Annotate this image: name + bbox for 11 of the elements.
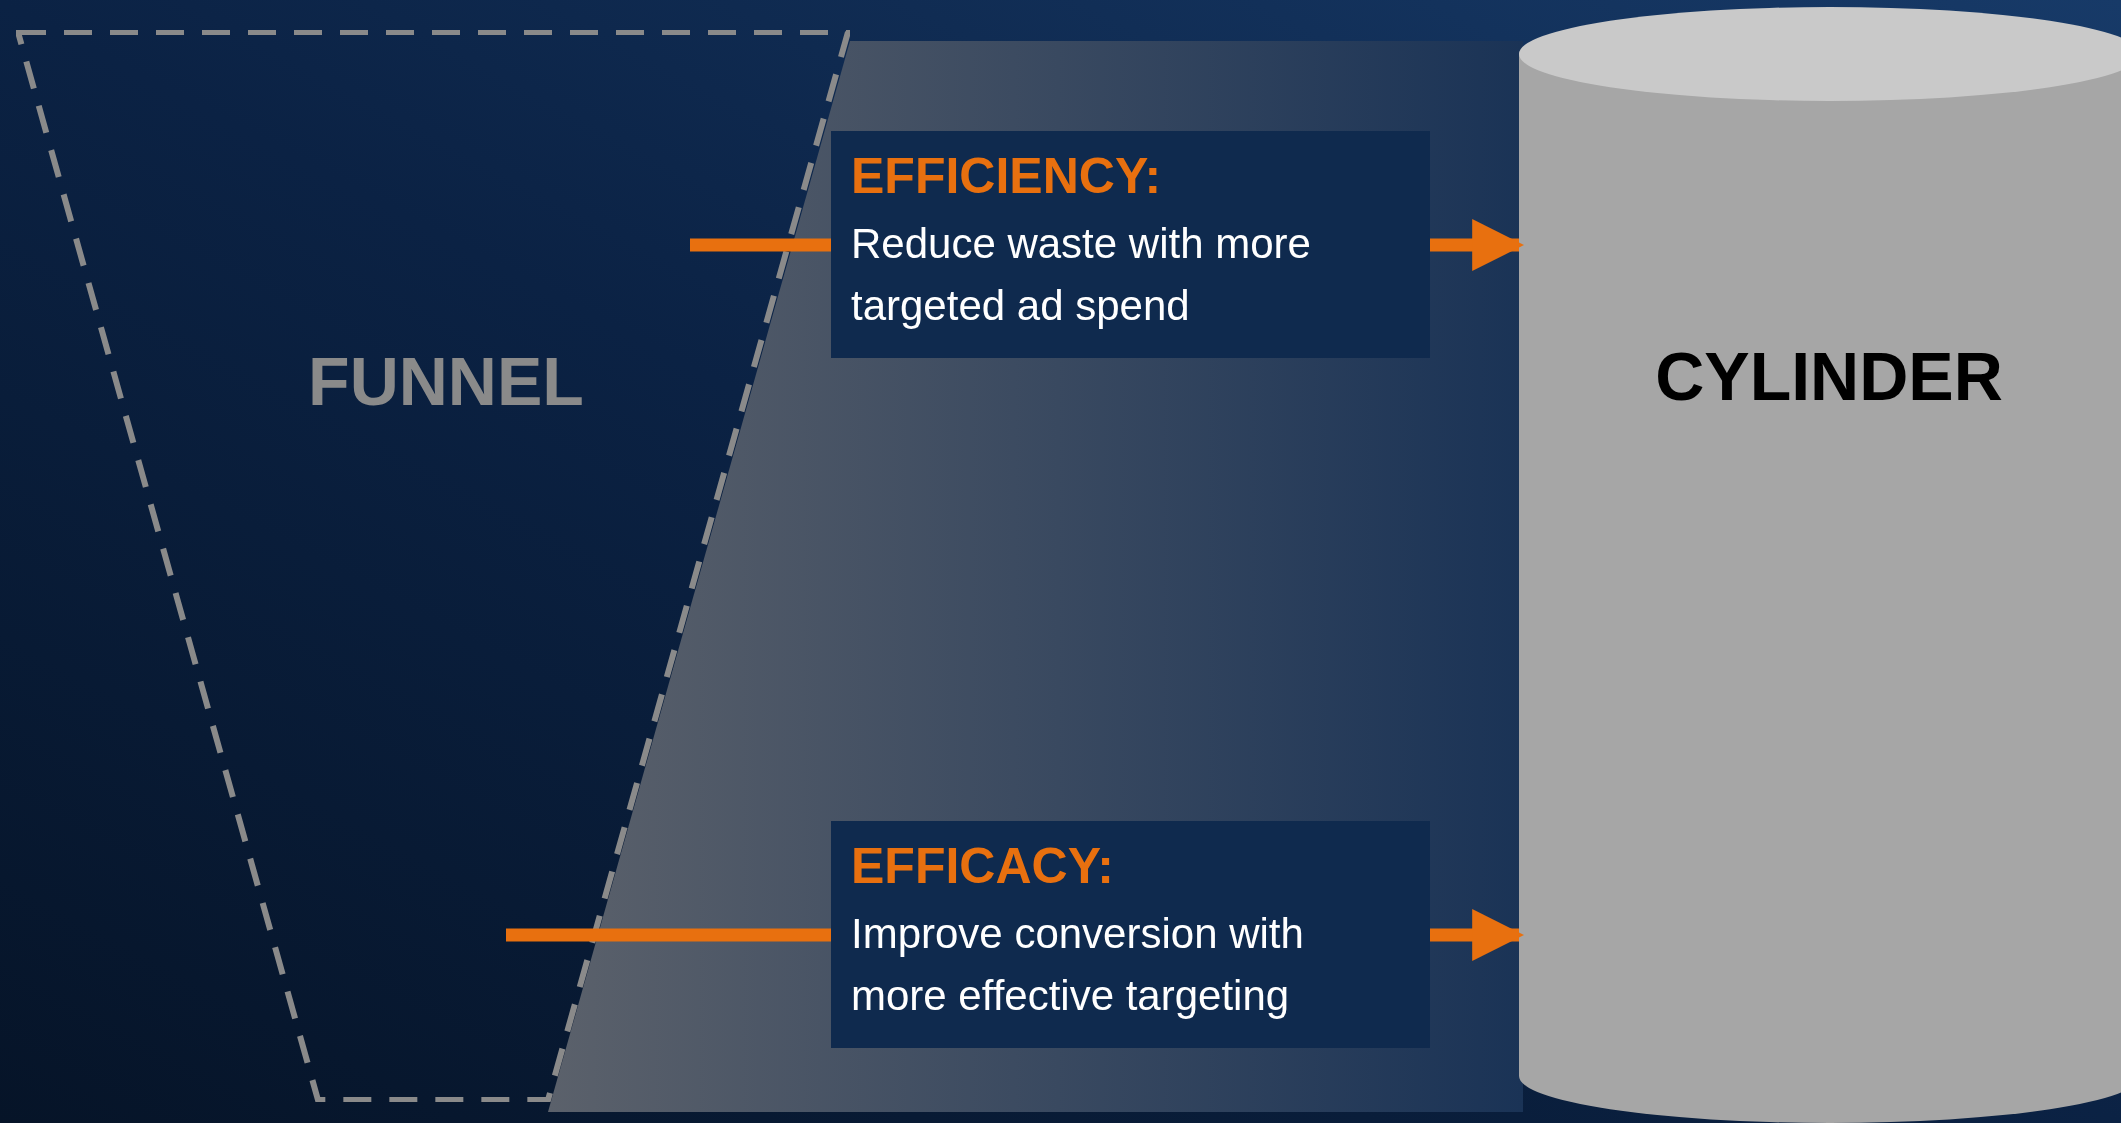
arrow xyxy=(1430,909,1525,961)
card-heading: EFFICACY: xyxy=(851,837,1115,896)
arrow xyxy=(1430,219,1525,271)
cylinder-label: CYLINDER xyxy=(1655,337,2003,416)
funnel-label: FUNNEL xyxy=(308,342,584,421)
card-text: Reduce waste with more targeted ad spend xyxy=(851,219,1312,331)
text-card xyxy=(831,821,1430,1048)
funnel-outline xyxy=(16,30,850,1102)
text-card xyxy=(831,131,1430,358)
card-heading: EFFICIENCY: xyxy=(851,147,1163,206)
card-text: Improve conversion with more effective targeting xyxy=(851,909,1305,1021)
